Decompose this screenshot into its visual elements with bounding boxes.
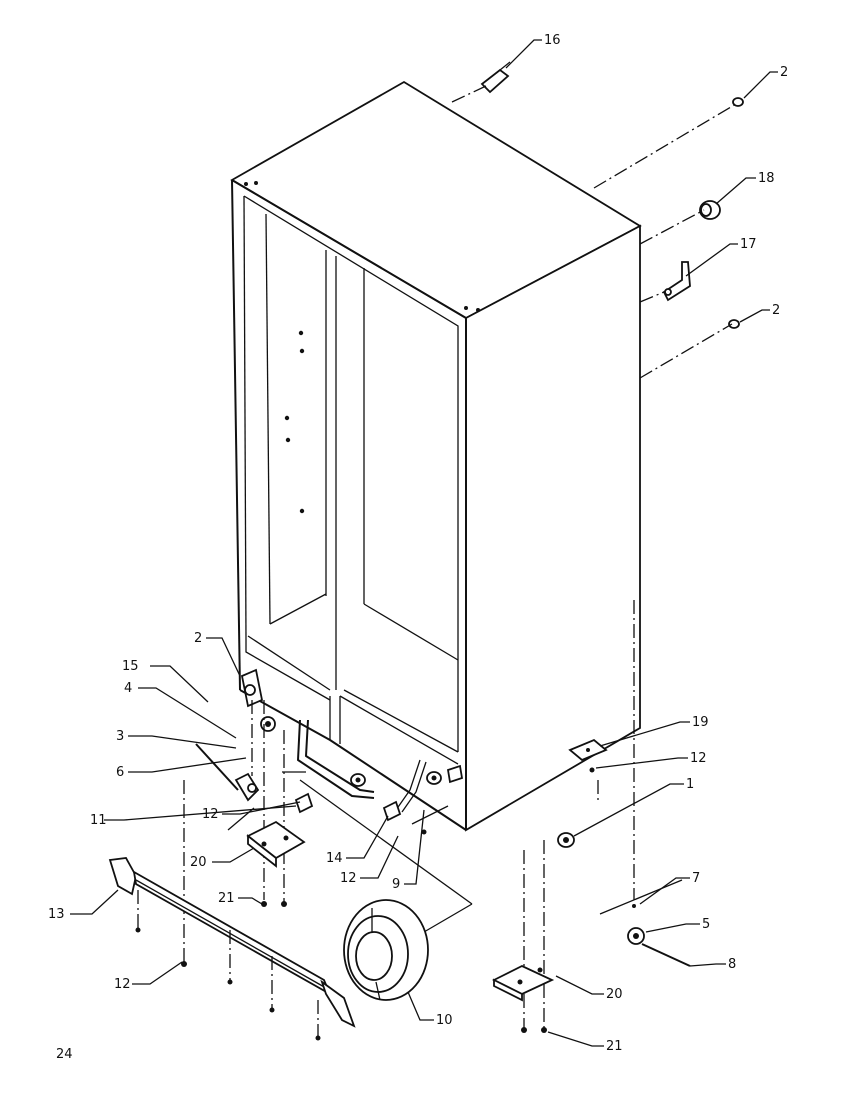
screw-part	[541, 1027, 547, 1033]
water-tube-part	[297, 719, 427, 813]
callout-label: 21	[218, 891, 235, 906]
callout-label: 13	[48, 907, 65, 922]
mounting-bracket-part	[246, 820, 306, 868]
screw-part	[589, 767, 595, 773]
callout-label: 20	[190, 855, 207, 870]
callout-label: 10	[436, 1013, 453, 1028]
roller-part	[599, 879, 691, 967]
callout-labels: 16 2 18 17 2 2 15 4 3 6 11 12 20 21 13 1…	[48, 33, 788, 1054]
screw-part	[181, 961, 187, 967]
callout-label: 12	[114, 977, 131, 992]
leveling-leg-part	[557, 832, 575, 848]
callout-leaders	[70, 39, 778, 1047]
bushing-part	[699, 200, 721, 220]
nut-part	[732, 97, 744, 107]
callout-label: 9	[392, 877, 400, 892]
callout-label: 15	[122, 659, 139, 674]
callout-label: 4	[124, 681, 132, 696]
callout-label: 2	[772, 303, 780, 318]
callout-label: 20	[606, 987, 623, 1002]
callout-label: 21	[606, 1039, 623, 1054]
screw-part	[421, 829, 427, 835]
clip-part	[294, 792, 314, 814]
page-number: 24	[56, 1047, 73, 1062]
callout-label: 18	[758, 171, 775, 186]
tubing-coil-part	[343, 899, 429, 1001]
leveling-foot	[446, 764, 464, 784]
screw-part	[281, 901, 287, 907]
callout-label: 19	[692, 715, 709, 730]
leveling-foot	[426, 771, 442, 785]
callout-label: 5	[702, 917, 710, 932]
callout-label: 17	[740, 237, 757, 252]
nut-part	[728, 319, 740, 329]
lower-hinge-assembly	[195, 668, 276, 831]
callout-label: 16	[544, 33, 561, 48]
callout-label: 1	[686, 777, 694, 792]
toe-grille-part	[108, 857, 356, 1041]
mounting-bracket-part	[568, 738, 608, 762]
callout-label: 12	[340, 871, 357, 886]
refrigerator-cabinet	[230, 80, 642, 832]
callout-label: 14	[326, 851, 343, 866]
callout-label: 2	[194, 631, 202, 646]
top-hinge-pin-part	[480, 61, 511, 94]
clip-part	[382, 800, 402, 822]
screw-part	[521, 1027, 527, 1033]
callout-label: 7	[692, 871, 700, 886]
callout-label: 8	[728, 957, 736, 972]
callout-label: 2	[780, 65, 788, 80]
callout-label: 12	[690, 751, 707, 766]
screw-part	[261, 901, 267, 907]
callout-label: 12	[202, 807, 219, 822]
callout-label: 11	[90, 813, 107, 828]
mounting-bracket-part	[491, 965, 555, 1002]
hinge-bracket-part	[662, 261, 691, 302]
callout-label: 3	[116, 729, 124, 744]
leveling-foot	[350, 773, 366, 787]
callout-label: 6	[116, 765, 124, 780]
